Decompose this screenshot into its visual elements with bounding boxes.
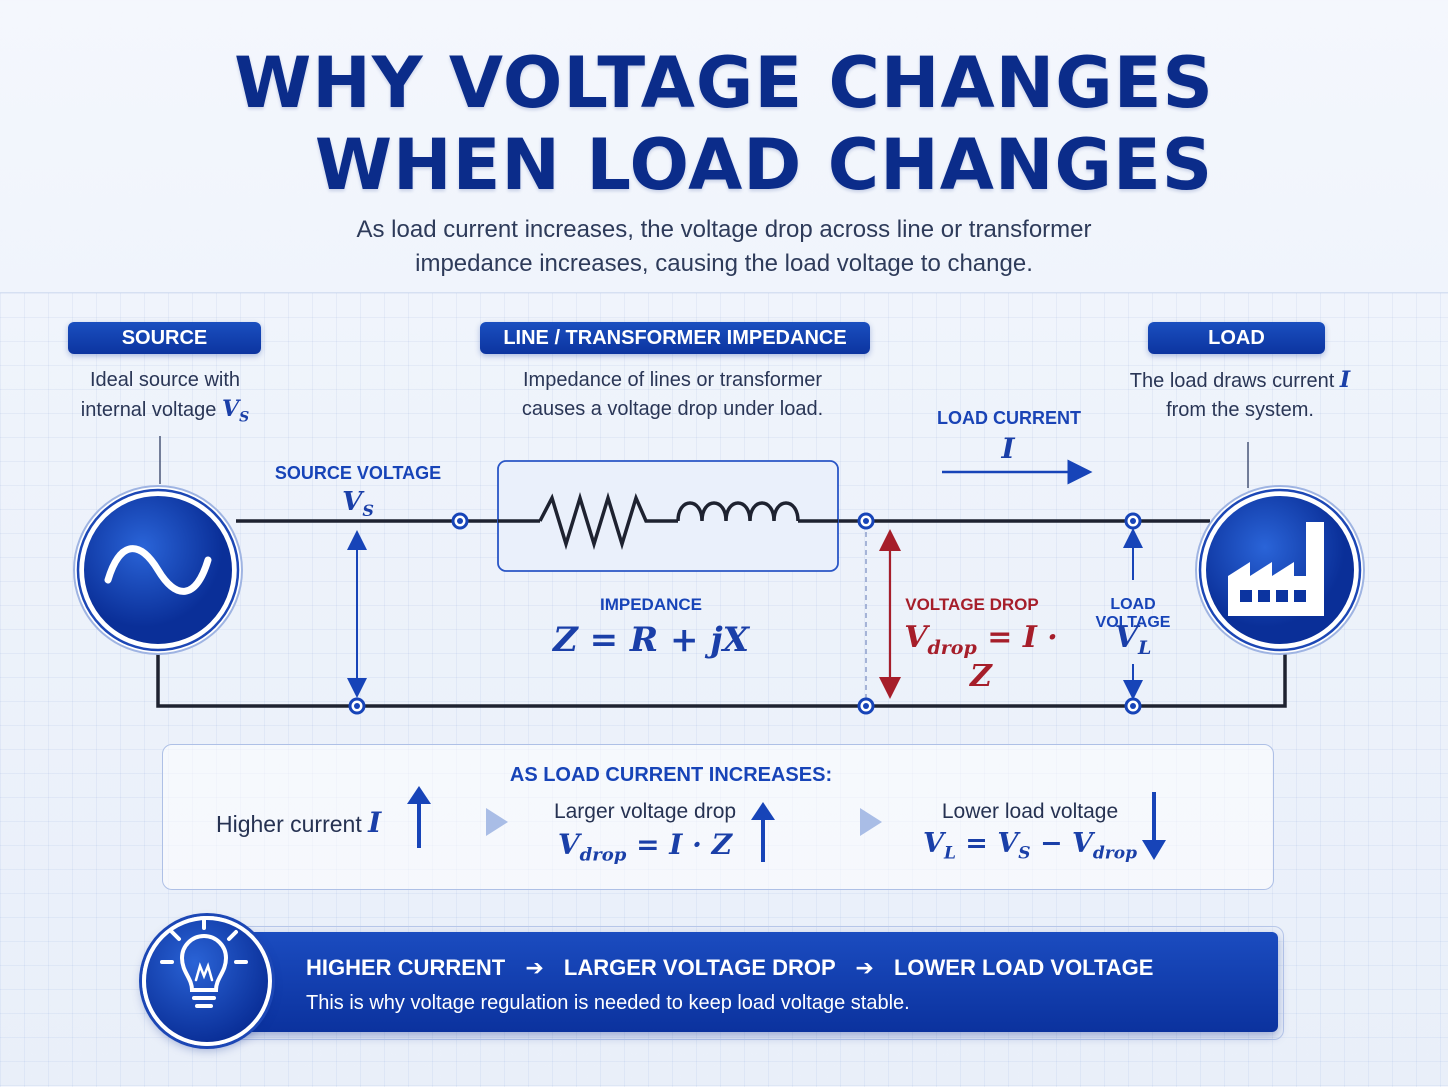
load-current-symbol: I xyxy=(1001,432,1015,465)
resistor-icon xyxy=(538,491,678,551)
arrow-right-icon: ➔ xyxy=(855,955,874,980)
banner-text: This is why voltage regulation is needed… xyxy=(306,992,910,1014)
bottom-wire xyxy=(156,640,1287,708)
load-description: The load draws current I from the system… xyxy=(1129,367,1351,421)
chevron-right-icon xyxy=(860,808,882,836)
chevron-right-icon xyxy=(486,808,508,836)
arrow-right-icon: ➔ xyxy=(525,955,544,980)
source-description: Ideal source with internal voltage VS xyxy=(40,366,290,432)
source-pill: SOURCE xyxy=(68,322,261,354)
down-arrow-icon xyxy=(1142,792,1166,860)
panel-step2: Larger voltage drop Vdrop = I · Z xyxy=(553,800,737,866)
page-title-line2: WHEN LOAD CHANGES xyxy=(314,124,1214,206)
page-title-line1: WHY VOLTAGE CHANGES xyxy=(234,42,1214,124)
panel-heading: AS LOAD CURRENT INCREASES: xyxy=(509,764,833,786)
load-voltage-label: LOAD VOLTAGE xyxy=(1095,596,1171,631)
ac-source-icon xyxy=(73,485,243,655)
load-voltage-symbol: VL xyxy=(1114,620,1152,659)
panel-step1: Higher current I xyxy=(216,806,382,839)
subtitle-line1: As load current increases, the voltage d… xyxy=(356,216,1092,243)
load-pill: LOAD xyxy=(1148,322,1325,354)
load-increase-panel xyxy=(162,744,1274,890)
factory-icon xyxy=(1195,485,1365,655)
source-voltage-label: SOURCE VOLTAGE xyxy=(274,463,442,483)
impedance-box xyxy=(497,460,839,572)
up-arrow-icon xyxy=(407,786,431,848)
impedance-pill: LINE / TRANSFORMER IMPEDANCE xyxy=(480,322,870,354)
source-desc-line1: Ideal source with xyxy=(89,369,241,391)
banner-headline: HIGHER CURRENT ➔ LARGER VOLTAGE DROP ➔ L… xyxy=(306,955,1154,980)
source-desc-line2: internal voltage VS xyxy=(80,396,250,426)
voltage-drop-label: VOLTAGE DROP xyxy=(905,595,1039,614)
load-current-label: LOAD CURRENT xyxy=(937,408,1081,428)
impedance-label: IMPEDANCE xyxy=(599,595,702,614)
summary-banner xyxy=(228,932,1278,1032)
inductor-icon xyxy=(676,501,800,522)
panel-step3: Lower load voltage VL = VS − Vdrop xyxy=(922,800,1137,864)
source-voltage-symbol: VS xyxy=(342,487,374,521)
voltage-drop-equation: Vdrop = I · Z xyxy=(904,620,1058,694)
impedance-equation: Z = R + jX xyxy=(552,620,750,660)
up-arrow-icon xyxy=(751,802,775,862)
subtitle-line2: impedance increases, causing the load vo… xyxy=(415,250,1033,277)
impedance-description: Impedance of lines or transformer causes… xyxy=(521,369,824,420)
